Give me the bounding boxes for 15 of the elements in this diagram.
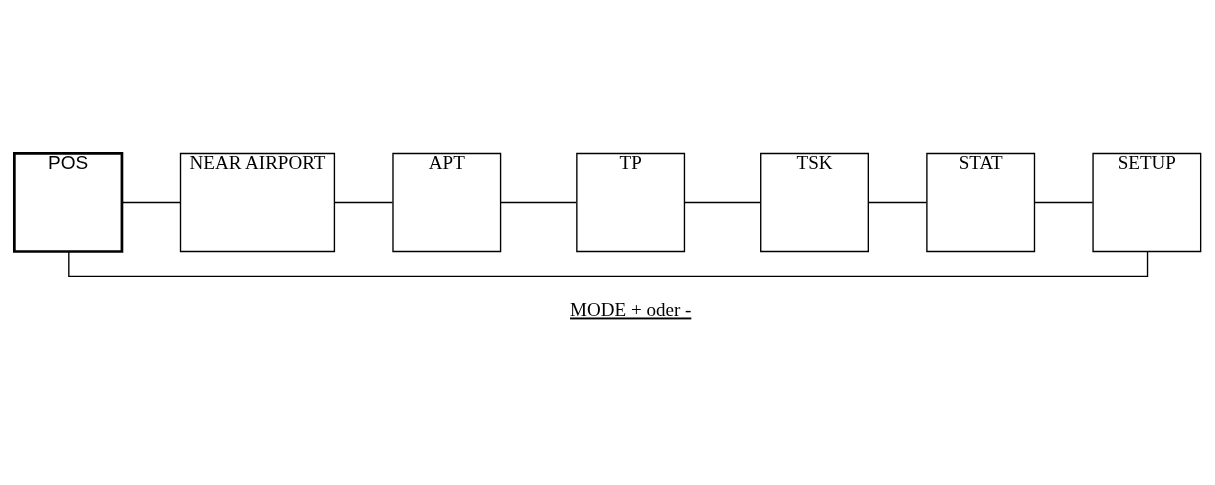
node-box: NEAR AIRPORT (179, 152, 336, 252)
node-box: STAT (926, 152, 1036, 252)
connector (684, 201, 761, 203)
label: MODE + oder - (570, 298, 692, 320)
connector (333, 201, 394, 203)
connector (121, 201, 181, 203)
connector (1033, 201, 1094, 203)
connector (500, 201, 577, 203)
node-box: TP (576, 152, 686, 252)
connector (68, 250, 1149, 277)
connector (867, 201, 928, 203)
node-box: POS (13, 151, 124, 253)
node-box: APT (392, 152, 502, 252)
node-box: TSK (760, 152, 869, 252)
node-box: SETUP (1092, 152, 1202, 252)
